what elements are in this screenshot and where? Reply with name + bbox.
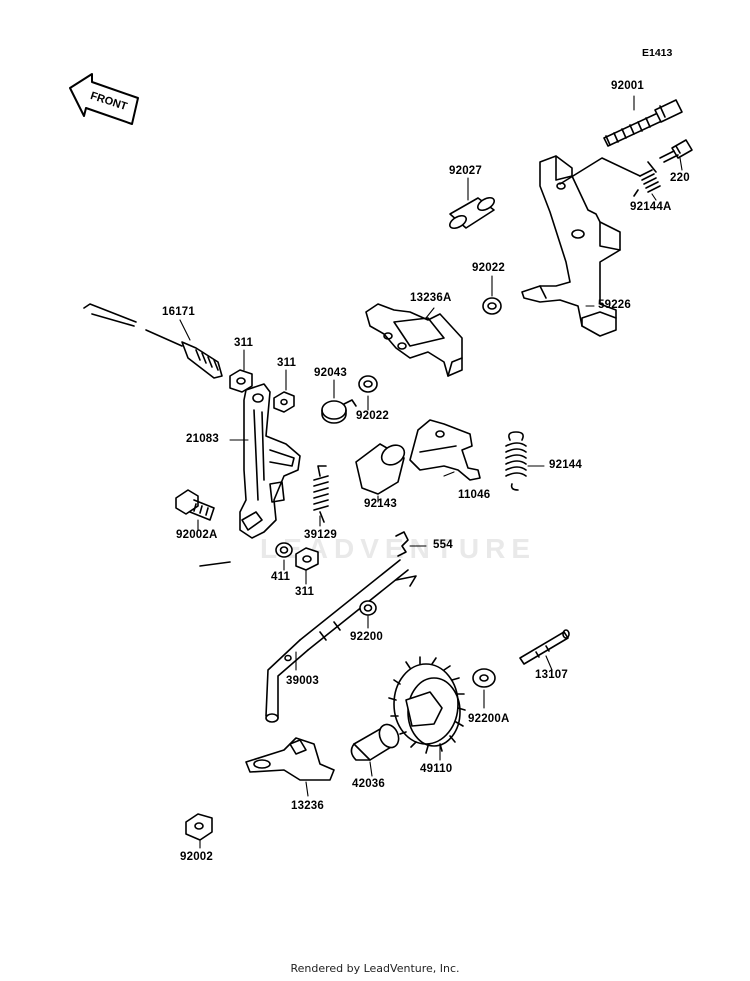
part-311-nut-a [229, 369, 253, 393]
part-311-nut-b [273, 391, 295, 413]
part-92002A-bolt [175, 489, 215, 521]
callout-92200[interactable]: 92200 [350, 631, 383, 643]
callout-16171[interactable]: 16171 [162, 306, 195, 318]
callout-13236[interactable]: 13236 [291, 800, 324, 812]
part-16171-cable-adjuster [83, 303, 223, 379]
part-11046-bracket [409, 419, 481, 481]
part-42036-collar [350, 723, 400, 761]
callout-92002A[interactable]: 92002A [176, 529, 218, 541]
callout-11046[interactable]: 11046 [458, 489, 491, 501]
part-92002-bolt [185, 813, 213, 841]
callout-311-a[interactable]: 311 [234, 337, 254, 349]
callout-92144A[interactable]: 92144A [630, 201, 672, 213]
callout-13107[interactable]: 13107 [535, 669, 568, 681]
part-92001-bolt [603, 99, 683, 147]
part-554-pin [395, 531, 409, 557]
callout-39129[interactable]: 39129 [304, 529, 337, 541]
part-92144A-spring [633, 161, 661, 197]
callout-92002[interactable]: 92002 [180, 851, 213, 863]
part-92200-washer [359, 600, 377, 616]
part-92200A-washer [472, 668, 496, 688]
part-39129-spring [313, 465, 329, 523]
part-13236-bracket [245, 737, 335, 781]
part-92027-collar [449, 196, 495, 230]
part-311-nut-c [295, 547, 319, 571]
part-49110-gear [388, 656, 466, 754]
callout-92001[interactable]: 92001 [611, 80, 644, 92]
callout-92022-upper[interactable]: 92022 [472, 262, 505, 274]
part-92143-collar [355, 443, 406, 495]
part-13107-pin [519, 629, 570, 665]
callout-92200A[interactable]: 92200A [468, 713, 510, 725]
callout-554[interactable]: 554 [433, 539, 453, 551]
callout-92043[interactable]: 92043 [314, 367, 347, 379]
part-92043-cap [321, 399, 357, 424]
callout-411[interactable]: 411 [271, 571, 291, 583]
part-59226-bracket [521, 155, 641, 337]
diagram-code: E1413 [642, 47, 673, 59]
callout-42036[interactable]: 42036 [352, 778, 385, 790]
callout-92143[interactable]: 92143 [364, 498, 397, 510]
part-92144-spring [505, 431, 527, 491]
part-39003-shaft [199, 559, 417, 723]
part-411-washer [275, 542, 293, 558]
callout-49110[interactable]: 49110 [420, 763, 453, 775]
part-92022-washer-upper [482, 297, 502, 315]
callout-59226[interactable]: 59226 [598, 299, 631, 311]
footer-credit: Rendered by LeadVenture, Inc. [290, 962, 460, 975]
part-13236A-bracket [365, 303, 463, 377]
callout-92022-lower[interactable]: 92022 [356, 410, 389, 422]
part-220-bolt [659, 139, 693, 163]
part-92022-washer-lower [358, 375, 378, 393]
callout-13236A[interactable]: 13236A [410, 292, 452, 304]
callout-92144[interactable]: 92144 [549, 459, 582, 471]
leader-lines [179, 95, 683, 849]
callout-21083[interactable]: 21083 [186, 433, 219, 445]
front-arrow-icon: FRONT [69, 73, 139, 125]
callout-92027[interactable]: 92027 [449, 165, 482, 177]
part-21083-lever [239, 383, 301, 539]
callout-39003[interactable]: 39003 [286, 675, 319, 687]
callout-220[interactable]: 220 [670, 172, 690, 184]
callout-311-c[interactable]: 311 [295, 586, 315, 598]
callout-311-b[interactable]: 311 [277, 357, 297, 369]
